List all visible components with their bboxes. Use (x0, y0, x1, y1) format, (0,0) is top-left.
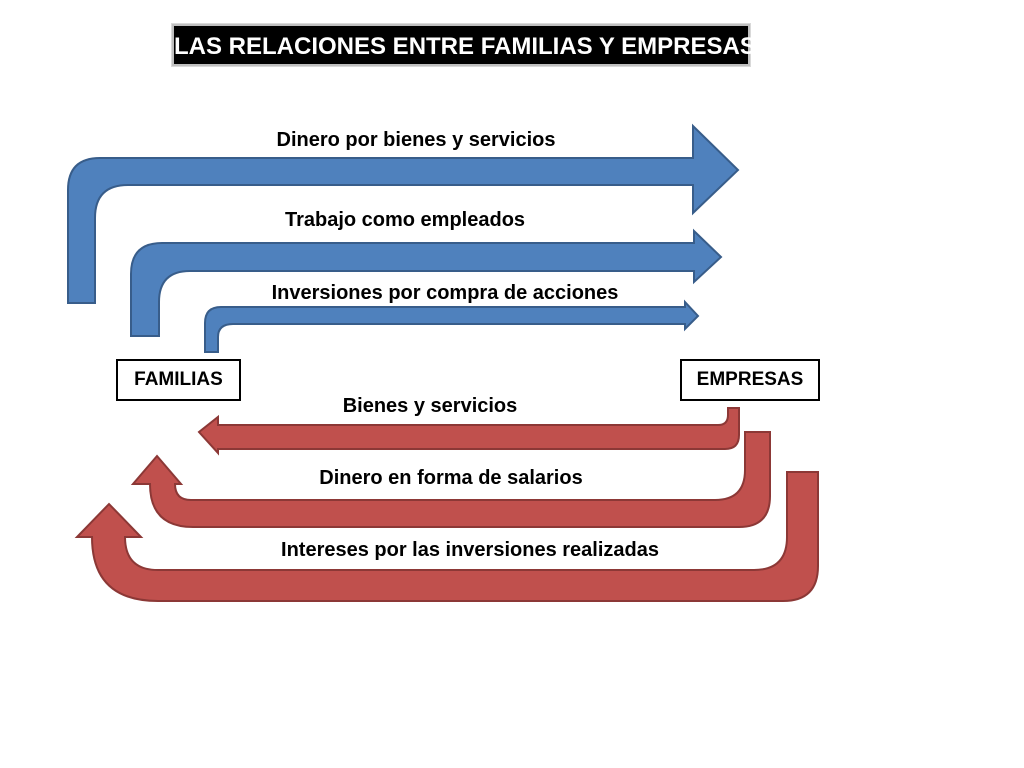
arrow-salarios (130, 431, 771, 528)
label-trabajo: Trabajo como empleados (284, 209, 526, 231)
arrow-dinero-por-bienes (67, 123, 740, 304)
arrow-inversiones (204, 299, 700, 353)
diagram-title: LAS RELACIONES ENTRE FAMILIAS Y EMPRESAS (172, 24, 756, 66)
arrow-intereses (74, 471, 819, 602)
arrow-trabajo (130, 228, 723, 337)
label-inversiones: Inversiones por compra de acciones (271, 282, 619, 304)
label-bienes-servicios: Bienes y servicios (342, 395, 518, 417)
arrow-bienes-servicios (197, 407, 740, 456)
label-salarios: Dinero en forma de salarios (319, 467, 583, 489)
label-dinero-por-bienes: Dinero por bienes y servicios (276, 129, 556, 151)
label-intereses: Intereses por las inversiones realizadas (281, 539, 659, 561)
node-empresas: EMPRESAS (680, 359, 820, 401)
node-familias: FAMILIAS (116, 359, 241, 401)
